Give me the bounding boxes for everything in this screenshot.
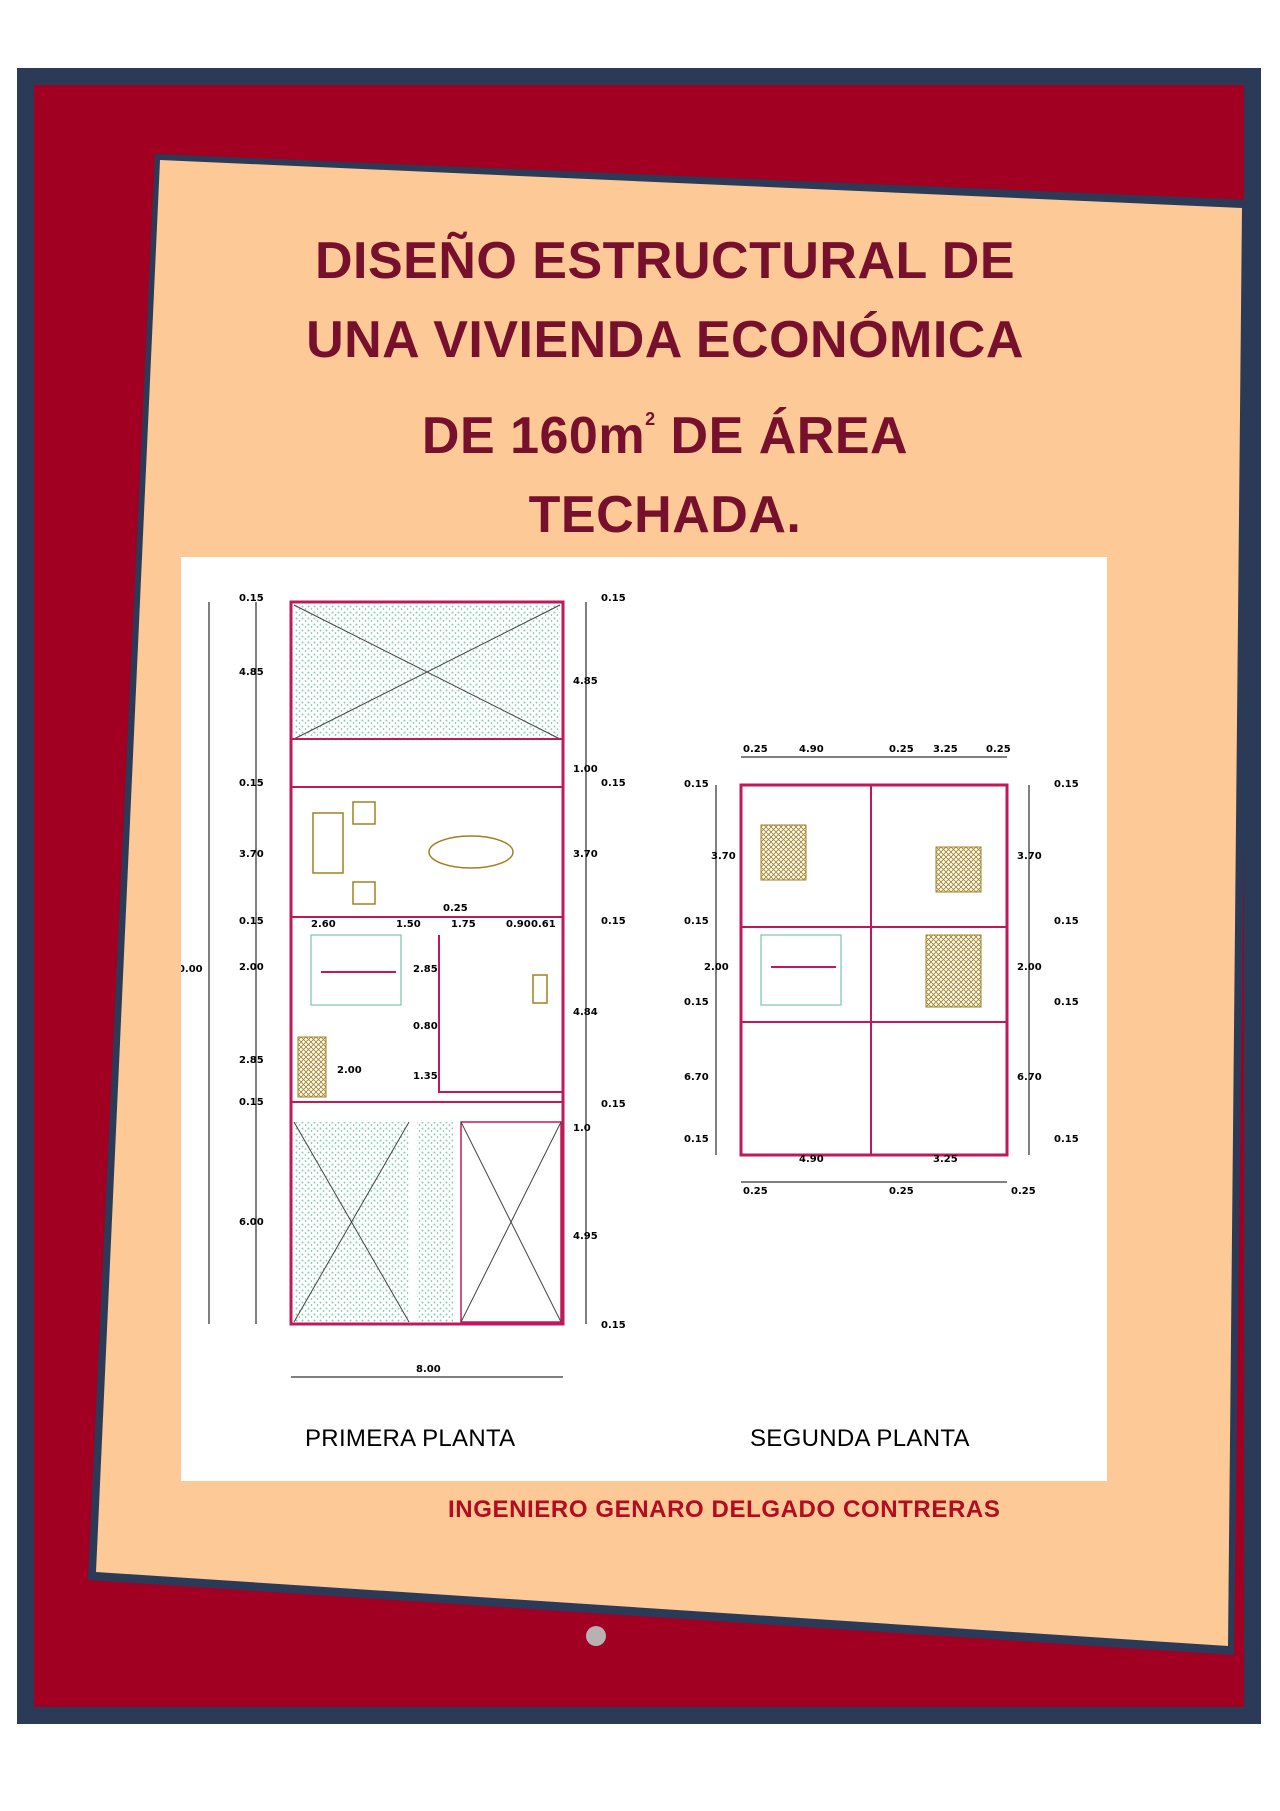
svg-text:0.15: 0.15 [1054,779,1079,790]
svg-text:3.70: 3.70 [711,851,736,862]
second-floor-dimensions: 0.25 4.90 0.25 3.25 0.25 0.25 4.90 0.25 … [684,744,1079,1197]
svg-text:8.00: 8.00 [416,1364,441,1375]
title-line-1: DISEÑO ESTRUCTURAL DE [314,232,1016,290]
svg-text:0.15: 0.15 [684,779,709,790]
svg-text:4.84: 4.84 [573,1007,598,1018]
svg-text:0.15: 0.15 [601,916,626,927]
svg-text:1.50: 1.50 [396,919,421,930]
svg-text:20.00: 20.00 [181,964,203,975]
svg-text:4.85: 4.85 [573,676,598,687]
svg-text:2.60: 2.60 [311,919,336,930]
svg-text:6.70: 6.70 [1017,1072,1042,1083]
svg-text:2.85: 2.85 [239,1055,264,1066]
svg-text:0.15: 0.15 [1054,1134,1079,1145]
svg-text:4.95: 4.95 [573,1231,598,1242]
svg-text:0.15: 0.15 [601,593,626,604]
svg-text:0.25: 0.25 [443,903,468,914]
svg-text:4.90: 4.90 [799,744,824,755]
document-title: DISEÑO ESTRUCTURAL DE UNA VIVIENDA ECONÓ… [200,222,1130,555]
svg-text:0.25: 0.25 [1011,1186,1036,1197]
title-line-4: TECHADA. [528,486,802,544]
svg-text:0.15: 0.15 [601,1320,626,1331]
svg-text:4.90: 4.90 [799,1154,824,1165]
svg-text:1.0: 1.0 [573,1123,591,1134]
svg-text:1.00: 1.00 [573,764,598,775]
svg-text:0.15: 0.15 [601,1099,626,1110]
first-floor-dimensions: 0.15 4.85 0.15 3.70 0.15 2.00 2.85 0.15 … [181,593,626,1375]
svg-text:3.25: 3.25 [933,1154,958,1165]
svg-text:0.15: 0.15 [601,778,626,789]
svg-text:0.25: 0.25 [889,1186,914,1197]
second-floor-plan [715,756,1030,1183]
svg-text:0.80: 0.80 [413,1021,438,1032]
svg-text:6.00: 6.00 [239,1217,264,1228]
svg-text:1.35: 1.35 [413,1071,438,1082]
svg-text:6.70: 6.70 [684,1072,709,1083]
svg-text:0.61: 0.61 [531,919,556,930]
second-floor-caption: SEGUNDA PLANTA [750,1425,970,1452]
svg-text:0.15: 0.15 [1054,916,1079,927]
title-line-2: UNA VIVIENDA ECONÓMICA [306,311,1024,369]
svg-text:3.70: 3.70 [239,849,264,860]
svg-text:0.15: 0.15 [684,997,709,1008]
first-floor-caption: PRIMERA PLANTA [305,1425,516,1452]
svg-text:0.15: 0.15 [684,1134,709,1145]
svg-text:0.90: 0.90 [506,919,531,930]
svg-text:0.25: 0.25 [743,744,768,755]
svg-text:0.15: 0.15 [239,1097,264,1108]
svg-text:2.85: 2.85 [413,964,438,975]
floor-plans-image: 0.15 4.85 0.15 3.70 0.15 2.00 2.85 0.15 … [181,557,1107,1481]
svg-text:0.15: 0.15 [239,593,264,604]
svg-text:0.15: 0.15 [239,916,264,927]
author-name: INGENIERO GENARO DELGADO CONTRERAS [448,1496,1001,1523]
svg-text:0.25: 0.25 [743,1186,768,1197]
svg-text:0.15: 0.15 [684,916,709,927]
svg-text:4.85: 4.85 [239,667,264,678]
svg-text:3.70: 3.70 [1017,851,1042,862]
svg-text:1.75: 1.75 [451,919,476,930]
svg-text:0.15: 0.15 [1054,997,1079,1008]
svg-text:2.00: 2.00 [239,962,264,973]
svg-text:2.00: 2.00 [337,1065,362,1076]
svg-text:0.15: 0.15 [239,778,264,789]
floor-plans-drawing: 0.15 4.85 0.15 3.70 0.15 2.00 2.85 0.15 … [181,593,1079,1378]
title-line-3: DE 160m2 DE ÁREA [421,407,909,465]
page-indicator-dot[interactable] [586,1626,606,1646]
svg-text:2.00: 2.00 [704,962,729,973]
svg-text:0.25: 0.25 [889,744,914,755]
svg-text:3.70: 3.70 [573,849,598,860]
first-floor-plan [208,600,587,1378]
svg-text:2.00: 2.00 [1017,962,1042,973]
svg-text:3.25: 3.25 [933,744,958,755]
svg-text:0.25: 0.25 [986,744,1011,755]
